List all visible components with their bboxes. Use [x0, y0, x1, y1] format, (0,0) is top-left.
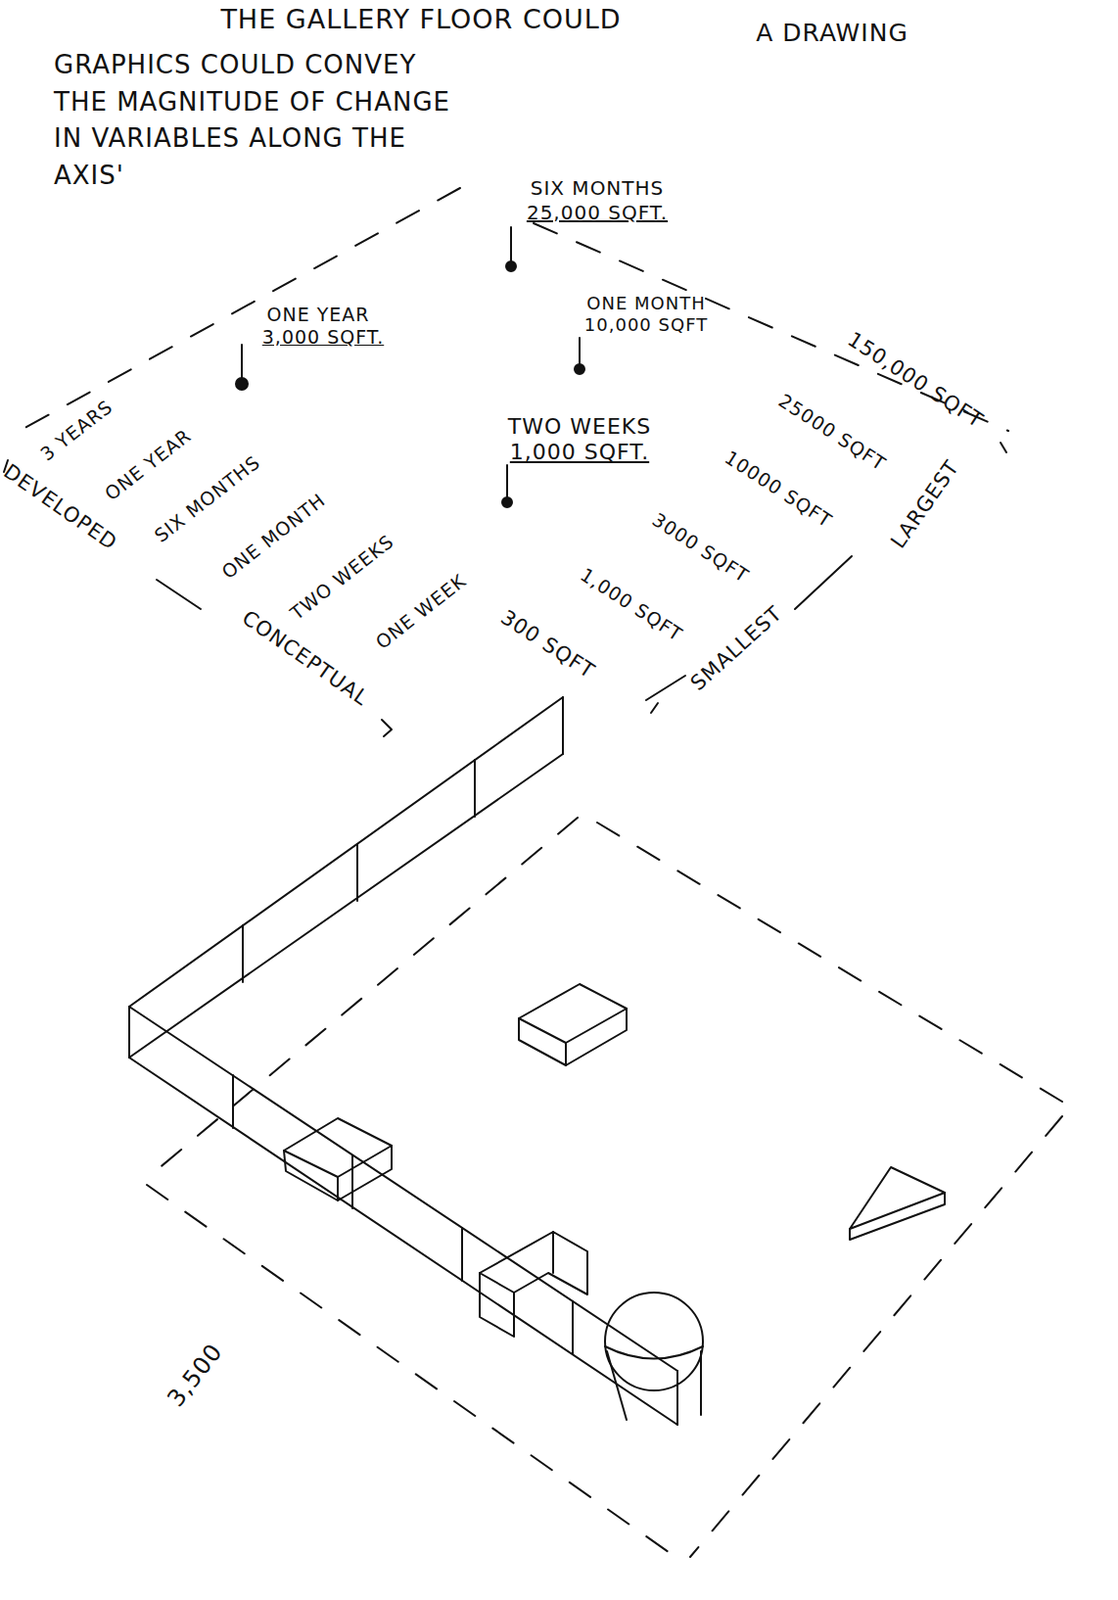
note-text: A DRAWING — [755, 19, 909, 48]
time-axis-label: 3 YEARS — [36, 396, 117, 466]
area-axis-label: 25000 SQFT — [774, 390, 889, 476]
area-axis-label: 150,000 SQFT — [842, 326, 987, 432]
gallery-wall — [129, 697, 678, 1425]
time-axis-label: ONE MONTH — [218, 489, 330, 584]
axis-end-label: SMALLEST — [686, 601, 788, 696]
point-label: TWO WEEKS — [508, 414, 652, 439]
floor-plan-outline — [19, 187, 1009, 431]
axis-end-label: LARGEST — [885, 456, 964, 554]
point-label: SIX MONTHS — [530, 177, 665, 200]
time-axis-label: TWO WEEKS — [286, 530, 399, 625]
point-value: 1,000 SQFT. — [510, 439, 650, 465]
gallery-objects — [283, 983, 945, 1420]
area-axis-label: 10000 SQFT — [720, 447, 836, 533]
point-value: 10,000 SQFT — [584, 315, 708, 336]
time-axis-label: ONE WEEK — [372, 569, 470, 653]
axis-brackets — [3, 442, 1007, 737]
area-axis-label: 3000 SQFT — [648, 509, 752, 588]
time-axis-label: ONE YEAR — [101, 424, 196, 506]
point-value: 3,000 SQFT. — [262, 326, 384, 349]
dimension-note: 3,500 — [162, 1338, 229, 1412]
axis-end-label: CONCEPTUAL — [237, 605, 373, 711]
point-label: ONE MONTH — [586, 293, 705, 315]
data-points — [235, 227, 585, 508]
point-label: ONE YEAR — [266, 304, 370, 327]
point-value: 25,000 SQFT. — [526, 201, 668, 225]
time-axis-label: SIX MONTHS — [150, 451, 265, 547]
gallery-floor-outline — [146, 817, 1063, 1557]
axis-end-label: DEVELOPED — [0, 459, 122, 556]
note-text: THE GALLERY FLOOR COULD — [220, 3, 621, 35]
area-axis-label: 1,000 SQFT — [576, 563, 687, 646]
area-axis-label: 300 SQFT — [497, 605, 601, 684]
note-text: GRAPHICS COULD CONVEY THE MAGNITUDE OF C… — [53, 46, 466, 195]
